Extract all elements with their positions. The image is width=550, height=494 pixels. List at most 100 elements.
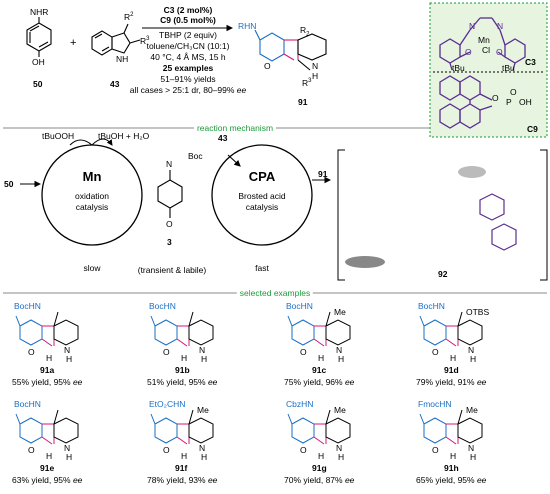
example-h: H bbox=[201, 452, 208, 462]
example-bond bbox=[313, 436, 325, 445]
example-yield: 75% yield, 96% ee bbox=[284, 377, 355, 387]
example-o: O bbox=[432, 445, 439, 455]
example-bond bbox=[313, 338, 325, 347]
example-yield: 79% yield, 91% ee bbox=[416, 377, 487, 387]
example-o: O bbox=[28, 445, 35, 455]
catalyst-box bbox=[429, 2, 548, 138]
cond-c9: C9 (0.5 mol%) bbox=[160, 15, 216, 25]
example-bond bbox=[188, 417, 214, 444]
example-o: O bbox=[163, 445, 170, 455]
example-h-ring: H bbox=[318, 451, 325, 461]
example-bond bbox=[15, 315, 21, 327]
c9-o: O bbox=[492, 93, 499, 103]
mech-tbuooh: tBuOOH bbox=[42, 131, 75, 141]
example-bond bbox=[287, 413, 293, 425]
example-substituent: Me bbox=[334, 405, 346, 415]
mech-cpa-desc1: Brosted acid bbox=[238, 191, 286, 201]
product-structure bbox=[254, 29, 327, 71]
c3-o1: O bbox=[465, 47, 472, 57]
example-substituent: Me bbox=[466, 405, 478, 415]
cpa-cycle bbox=[211, 144, 313, 246]
c9-structure bbox=[439, 75, 493, 129]
example-n: N bbox=[468, 443, 475, 453]
example-h: H bbox=[470, 354, 477, 364]
example-h: H bbox=[66, 452, 73, 462]
c3-o2: O bbox=[496, 47, 503, 57]
example-substituent: Me bbox=[197, 405, 209, 415]
mech-tbuoh: tBuOH + H₂O bbox=[98, 131, 150, 141]
prod-label: 91 bbox=[298, 97, 308, 107]
plus-sign: + bbox=[70, 37, 77, 49]
example-h: H bbox=[66, 354, 73, 364]
example-o: O bbox=[28, 347, 35, 357]
example-bond bbox=[15, 413, 21, 425]
c3-label: C3 bbox=[525, 57, 536, 67]
example-bond bbox=[150, 413, 156, 425]
example-h-ring: H bbox=[318, 353, 325, 363]
mech-cpa: CPA bbox=[248, 169, 276, 184]
example-bond bbox=[53, 319, 79, 346]
example-bond bbox=[53, 409, 59, 425]
example-h-ring: H bbox=[181, 451, 188, 461]
cond-solvent: toluene/CH₃CN (10:1) bbox=[146, 41, 230, 51]
mech-product-out: 91 bbox=[318, 169, 328, 179]
example-label: 91b bbox=[175, 365, 190, 375]
c3-mn: Mn bbox=[478, 35, 490, 45]
mech-int-n: N bbox=[166, 159, 173, 169]
c9-label: C9 bbox=[527, 124, 538, 134]
example-label: 91c bbox=[312, 365, 327, 375]
example-bond bbox=[325, 319, 351, 346]
example-n: N bbox=[199, 443, 206, 453]
sub2-r2: R2 bbox=[124, 11, 134, 22]
c3-tbu2: tBu bbox=[502, 63, 515, 73]
example-bond bbox=[291, 417, 315, 444]
example-bond bbox=[188, 311, 194, 327]
cond-tbhp: TBHP (2 equiv) bbox=[159, 30, 217, 40]
mech-transient: (transient & labile) bbox=[137, 265, 207, 275]
prod-r2: R2 bbox=[300, 25, 310, 38]
example-nh-group: BocHN bbox=[418, 301, 445, 311]
example-label: 91d bbox=[444, 365, 459, 375]
example-n: N bbox=[336, 443, 343, 453]
cond-examples: 25 examples bbox=[162, 63, 214, 73]
example-h-ring: H bbox=[181, 353, 188, 363]
prod-o: O bbox=[264, 61, 271, 71]
mechanism-header: reaction mechanism bbox=[193, 124, 277, 133]
c3-n2: N bbox=[497, 21, 504, 31]
c3-structure bbox=[439, 17, 526, 71]
c3-tbu1: tBu bbox=[452, 63, 465, 73]
sub1-oh: OH bbox=[32, 57, 45, 67]
ts-binaphthyl bbox=[479, 193, 517, 251]
example-bond bbox=[457, 319, 483, 346]
example-substituent: OTBS bbox=[466, 307, 490, 317]
example-h-ring: H bbox=[450, 451, 457, 461]
example-h: H bbox=[338, 354, 345, 364]
prod-n: N bbox=[312, 61, 319, 71]
cond-temp: 40 °C, 4 Å MS, 15 h bbox=[150, 52, 226, 62]
example-o: O bbox=[300, 347, 307, 357]
example-o: O bbox=[163, 347, 170, 357]
example-yield: 78% yield, 93% ee bbox=[147, 475, 218, 485]
indole-structure bbox=[91, 23, 141, 56]
example-n: N bbox=[199, 345, 206, 355]
example-yield: 55% yield, 95% ee bbox=[12, 377, 83, 387]
mech-sub-in: 50 bbox=[4, 179, 14, 189]
c9-oo: O bbox=[510, 87, 517, 97]
example-yield: 63% yield, 95% ee bbox=[12, 475, 83, 485]
example-bond bbox=[188, 319, 214, 346]
example-label: 91g bbox=[312, 463, 327, 473]
example-bond bbox=[445, 436, 457, 445]
sub1-label: 50 bbox=[33, 79, 43, 89]
example-label: 91h bbox=[444, 463, 459, 473]
example-bond bbox=[41, 338, 53, 347]
example-bond bbox=[325, 311, 331, 327]
quinone-imine-structure bbox=[157, 170, 183, 218]
example-bond bbox=[325, 409, 331, 425]
example-h-ring: H bbox=[450, 353, 457, 363]
example-bond bbox=[419, 413, 425, 425]
example-n: N bbox=[468, 345, 475, 355]
example-bond bbox=[457, 417, 483, 444]
example-bond bbox=[445, 338, 457, 347]
